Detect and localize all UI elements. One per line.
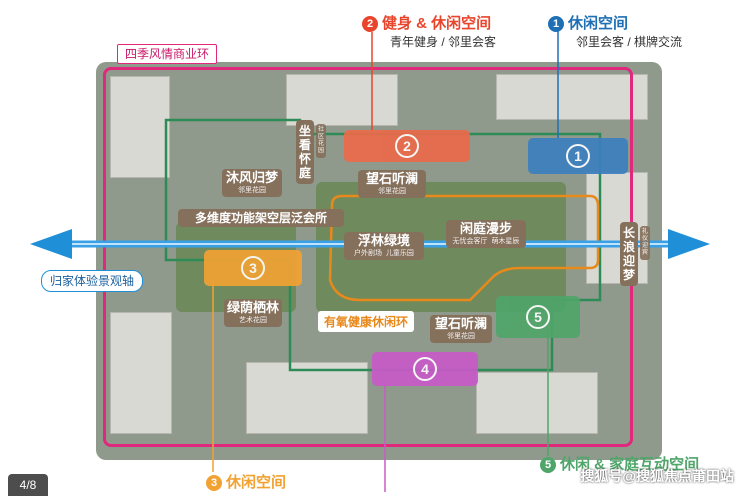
watermark: 搜狐号@搜狐焦点莆田站	[580, 468, 734, 484]
zone-2-area[interactable]: 2	[344, 130, 470, 162]
healthy-loop-path	[328, 194, 600, 302]
lvyin-label: 绿荫栖林 艺术花园	[224, 299, 282, 327]
changlang-sub: 礼仪迎宾	[640, 226, 650, 260]
zone-5-area[interactable]: 5	[496, 296, 580, 338]
duoweidu-title: 多维度功能架空层泛会所	[194, 211, 327, 225]
xianting-sub1: 无忧会客厅	[452, 238, 488, 245]
zone2-subtitle: 青年健身 / 邻里会客	[390, 35, 497, 49]
zone1-subtitle: 邻里会客 / 棋牌交流	[576, 35, 683, 49]
wangshi-bottom-label: 望石听澜 邻里花园	[430, 315, 492, 343]
building-block	[110, 312, 172, 434]
xianting-sub2: 萌木星辰	[491, 238, 520, 245]
zone3-title: 休闲空间	[226, 474, 287, 491]
zone-1-area[interactable]: 1	[528, 138, 628, 174]
zone5-title: 休闲 & 家庭互动空间	[560, 456, 700, 473]
wangshi-bottom-sub: 邻里花园	[447, 333, 475, 340]
zone2-number-badge: 2	[362, 16, 378, 33]
zone-1-number: 1	[566, 144, 590, 168]
zone5-number-badge: 5	[540, 457, 556, 474]
building-block	[476, 372, 598, 434]
mufeng-title: 沐风归梦	[225, 170, 278, 185]
zone-5-number: 5	[526, 305, 550, 329]
lvyin-sub: 艺术花园	[239, 317, 267, 324]
building-block	[286, 74, 398, 126]
zone1-number-badge: 1	[548, 16, 564, 33]
wangshi-top-title: 望石听澜	[365, 171, 418, 186]
changlang-label: 长浪迎梦	[620, 222, 638, 286]
fulin-title: 浮林绿境	[357, 233, 410, 248]
axis-arrow-left	[30, 229, 72, 259]
fulin-sub1: 户外剧场	[354, 250, 383, 257]
zone-3-area[interactable]: 3	[204, 250, 302, 286]
fulin-sub2: 儿童乐园	[385, 250, 414, 257]
zuokan-sub: 社区花园	[316, 124, 326, 158]
zone3-number-badge: 3	[206, 475, 222, 492]
zone-2-number: 2	[395, 134, 419, 158]
zone1-title: 休闲空间	[568, 15, 629, 32]
wangshi-bottom-title: 望石听澜	[434, 316, 487, 331]
commercial-ring-label: 四季风情商业环	[117, 44, 218, 64]
zone2-title: 健身 & 休闲空间	[382, 15, 492, 32]
duoweidu-label: 多维度功能架空层泛会所	[178, 209, 344, 227]
zone-3-number: 3	[241, 256, 265, 280]
axis-label: 归家体验景观轴	[41, 270, 144, 292]
youyang-label: 有氧健康休闲环	[318, 311, 415, 332]
building-block	[110, 76, 170, 178]
xianting-title: 闲庭漫步	[459, 221, 512, 236]
zone-4-area[interactable]: 4	[372, 352, 478, 386]
wangshi-top-label: 望石听澜 邻里花园	[358, 170, 426, 198]
wangshi-top-sub: 邻里花园	[378, 188, 406, 195]
building-block	[496, 74, 648, 120]
page-indicator: 4/8	[8, 474, 48, 496]
mufeng-label: 沐风归梦 邻里花园	[222, 169, 282, 197]
fulin-label: 浮林绿境 户外剧场 儿童乐园	[344, 232, 424, 260]
lvyin-title: 绿荫栖林	[226, 300, 279, 315]
building-block	[246, 362, 368, 434]
zone-4-number: 4	[413, 357, 437, 381]
xianting-label: 闲庭漫步 无忧会客厅 萌木星辰	[446, 220, 526, 248]
zuokan-label: 坐看怀庭	[296, 120, 314, 184]
mufeng-sub: 邻里花园	[238, 187, 266, 194]
axis-arrow-right	[668, 229, 710, 259]
